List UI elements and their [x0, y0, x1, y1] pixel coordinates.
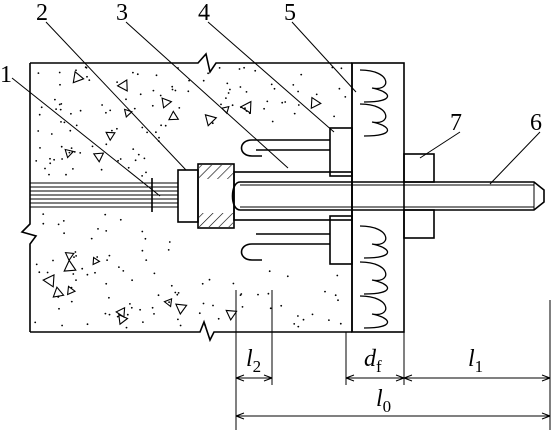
- reinforcing-bars: [30, 178, 178, 212]
- wood-member: [351, 62, 405, 333]
- base-plate: [329, 127, 353, 265]
- dimension-lines: [235, 290, 551, 430]
- dim-l2-label: l2: [246, 346, 261, 376]
- callout-labels: 1 2 3 4 5 7 6: [0, 0, 542, 136]
- anchor-hooks: [240, 139, 330, 261]
- callout-3: 3: [116, 0, 128, 26]
- leader-lines: [11, 21, 541, 197]
- dim-df-label: df: [364, 346, 382, 376]
- callout-2: 2: [36, 0, 48, 26]
- callout-4: 4: [198, 0, 210, 26]
- callout-5: 5: [284, 0, 296, 26]
- bolt: [231, 181, 545, 211]
- wood-grain: [359, 69, 389, 329]
- callout-1: 1: [0, 62, 12, 88]
- callout-6: 6: [530, 110, 542, 136]
- coupler-sleeve: [177, 163, 353, 229]
- callout-7: 7: [450, 110, 462, 136]
- dimension-labels: l2 df l1 l0: [246, 346, 483, 416]
- dim-l0-label: l0: [376, 386, 391, 416]
- concrete-aggregate: [34, 66, 347, 329]
- dim-l1-label: l1: [468, 346, 483, 376]
- nut-washer: [403, 153, 435, 239]
- concrete-block: [20, 52, 353, 343]
